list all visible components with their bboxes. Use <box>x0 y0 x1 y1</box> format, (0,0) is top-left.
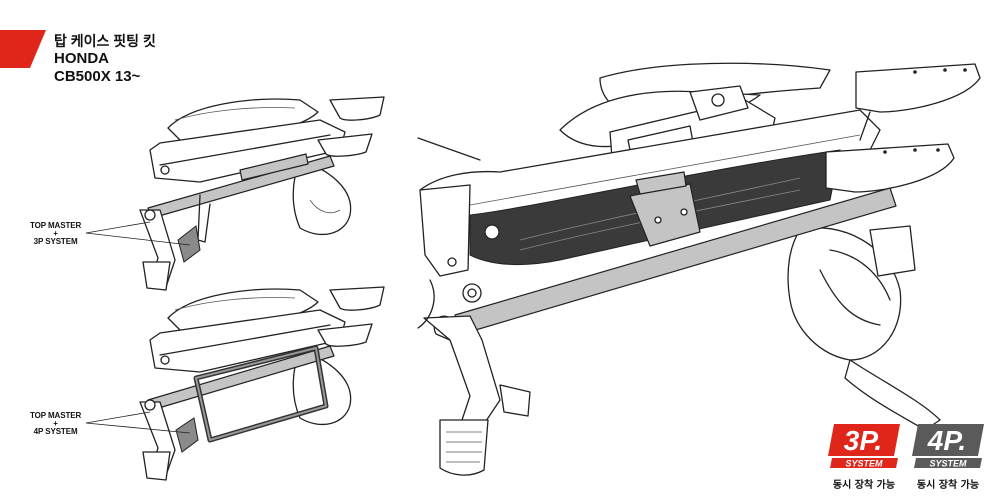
badge-3p-sub: SYSTEM <box>845 459 883 469</box>
callout-leaders <box>85 221 191 434</box>
callout-3p-line1: TOP MASTER <box>30 221 82 230</box>
badge-3p-system: 3P. SYSTEM 동시 장착 가능 <box>826 422 902 491</box>
title-brand: HONDA <box>54 50 109 67</box>
title-model: CB500X 13~ <box>54 68 141 85</box>
badge-3p-big: 3P. <box>844 425 882 456</box>
badge-3p-logo: 3P. SYSTEM <box>828 424 900 469</box>
callout-3p-plus: + <box>53 229 58 238</box>
title-korean: 탑 케이스 핏팅 킷 <box>54 33 156 49</box>
callout-4p-plus: + <box>53 419 58 428</box>
badge-4p-system: 4P. SYSTEM 동시 장착 가능 <box>910 422 986 491</box>
red-accent-tab <box>0 30 46 68</box>
badge-3p-caption: 동시 장착 가능 <box>832 480 896 491</box>
badge-4p-sub: SYSTEM <box>929 459 967 469</box>
callout-4p: TOP MASTER + 4P SYSTEM <box>30 412 81 436</box>
product-title: 탑 케이스 핏팅 킷 HONDA CB500X 13~ <box>54 32 156 86</box>
badge-4p-logo: 4P. SYSTEM <box>912 424 984 469</box>
badge-4p-caption: 동시 장착 가능 <box>916 480 980 491</box>
callout-4p-line1: TOP MASTER <box>30 411 82 420</box>
callout-3p-line2: 3P SYSTEM <box>33 237 78 246</box>
callout-3p: TOP MASTER + 3P SYSTEM <box>30 222 81 246</box>
bike-illustration-closeup <box>417 62 981 476</box>
bike-illustration-3p <box>139 96 385 291</box>
callout-4p-line2: 4P SYSTEM <box>33 427 78 436</box>
badge-4p-big: 4P. <box>927 425 966 456</box>
bike-illustration-4p <box>139 286 385 481</box>
